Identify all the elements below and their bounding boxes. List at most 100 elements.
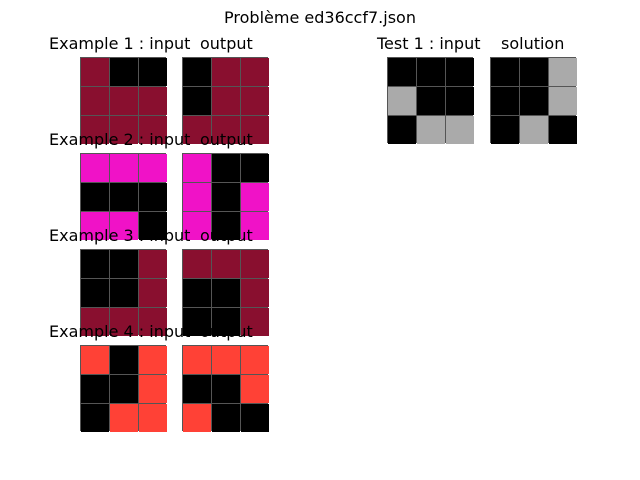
grid-cell [241,116,269,144]
example-1-input-label: Example 1 : input [49,34,191,53]
grid-cell [549,116,577,144]
test-1-input-label: Test 1 : input [377,34,481,53]
example-2-output-label: output [200,130,253,149]
example-3-input-grid [80,249,167,336]
grid-cell [81,154,109,182]
grid-cell [139,58,167,86]
grid-cell [110,183,138,211]
grid-cell [212,279,240,307]
test-1-solution-label: solution [501,34,565,53]
example-4-input-grid [80,345,167,432]
grid-cell [81,183,109,211]
grid-cell [241,375,269,403]
grid-cell [491,116,519,144]
example-4-output-label: output [200,322,253,341]
example-3-output-label: output [200,226,253,245]
grid-cell [183,87,211,115]
test-1-input-grid [387,57,474,144]
grid-cell [520,87,548,115]
grid-cell [241,87,269,115]
example-2-output-grid [182,153,269,240]
example-1-output-grid [182,57,269,144]
grid-cell [81,212,109,240]
grid-cell [139,404,167,432]
grid-cell [81,404,109,432]
grid-cell [81,279,109,307]
grid-cell [520,116,548,144]
grid-cell [520,58,548,86]
grid-cell [139,250,167,278]
grid-cell [183,58,211,86]
grid-cell [139,375,167,403]
grid-cell [417,87,445,115]
grid-cell [212,375,240,403]
grid-cell [388,116,416,144]
test-1-solution-grid [490,57,577,144]
grid-cell [139,346,167,374]
grid-cell [110,404,138,432]
grid-cell [139,212,167,240]
grid-cell [212,250,240,278]
grid-cell [183,404,211,432]
grid-cell [212,183,240,211]
grid-cell [417,116,445,144]
grid-cell [388,87,416,115]
grid-cell [212,154,240,182]
grid-cell [110,250,138,278]
example-4-input-label: Example 4 : input [49,322,191,341]
grid-cell [81,58,109,86]
grid-cell [241,183,269,211]
grid-cell [183,308,211,336]
grid-cell [388,58,416,86]
example-1-output-label: output [200,34,253,53]
example-1-input-grid [80,57,167,144]
example-2-input-grid [80,153,167,240]
grid-cell [241,58,269,86]
grid-cell [81,375,109,403]
grid-cell [212,212,240,240]
grid-cell [110,154,138,182]
grid-cell [491,58,519,86]
example-3-input-label: Example 3 : input [49,226,191,245]
grid-cell [183,250,211,278]
example-4-output-grid [182,345,269,432]
grid-cell [139,154,167,182]
grid-cell [212,116,240,144]
grid-cell [139,87,167,115]
grid-cell [110,87,138,115]
grid-cell [110,308,138,336]
grid-cell [183,346,211,374]
grid-cell [81,116,109,144]
grid-cell [212,87,240,115]
grid-cell [183,183,211,211]
grid-cell [241,279,269,307]
grid-cell [81,346,109,374]
grid-cell [183,116,211,144]
grid-cell [110,375,138,403]
example-2-input-label: Example 2 : input [49,130,191,149]
grid-cell [110,279,138,307]
grid-cell [183,279,211,307]
grid-cell [241,154,269,182]
grid-cell [241,346,269,374]
grid-cell [491,87,519,115]
example-3-output-grid [182,249,269,336]
grid-cell [241,212,269,240]
grid-cell [212,308,240,336]
grid-cell [81,308,109,336]
grid-cell [212,58,240,86]
grid-cell [110,346,138,374]
grid-cell [183,375,211,403]
grid-cell [139,308,167,336]
grid-cell [212,404,240,432]
grid-cell [446,58,474,86]
grid-cell [241,404,269,432]
grid-cell [81,87,109,115]
grid-cell [417,58,445,86]
grid-cell [110,58,138,86]
grid-cell [110,116,138,144]
grid-cell [139,279,167,307]
grid-cell [110,212,138,240]
grid-cell [81,250,109,278]
grid-cell [183,212,211,240]
